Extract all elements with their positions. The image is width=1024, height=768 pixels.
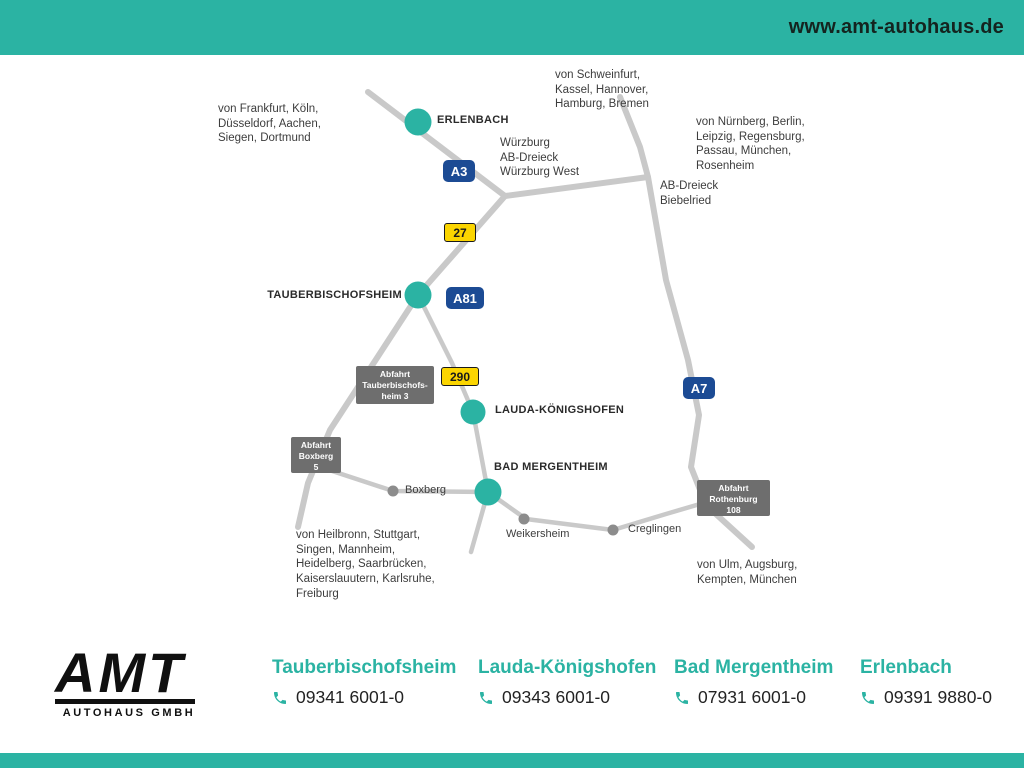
logo-title: AMT — [55, 644, 196, 705]
autobahn-badge-a81: A81 — [446, 287, 484, 309]
phone-icon — [862, 691, 874, 704]
contact-erlenbach: Erlenbach 09391 9880-0 — [860, 657, 992, 708]
town-dot-creglingen — [607, 524, 619, 536]
city-label-lauda: LAUDA-KÖNIGSHOFEN — [495, 404, 625, 416]
direction-text-frankfurt: von Frankfurt, Köln, Düsseldorf, Aachen,… — [218, 103, 321, 145]
location-dot-badmergentheim — [474, 478, 502, 506]
contact-lauda: Lauda-Königshofen 09343 6001-0 — [478, 657, 656, 708]
contact-phone: 09391 9880-0 — [860, 687, 992, 708]
town-label-boxberg: Boxberg — [405, 484, 446, 496]
contact-phone: 09343 6001-0 — [478, 687, 656, 708]
road-boxberg — [317, 464, 491, 495]
junction-text-wuerzburg: Würzburg AB-Dreieck Würzburg West — [500, 137, 580, 179]
location-dot-lauda — [460, 399, 486, 425]
road-a81 — [295, 193, 508, 530]
phone-number: 07931 6001-0 — [698, 687, 807, 707]
location-dot-erlenbach — [404, 108, 432, 136]
city-label-tauberbischofsheim: TAUBERBISCHOFSHEIM — [267, 289, 402, 301]
contact-city: Bad Mergentheim — [674, 657, 834, 678]
contact-phone: 09341 6001-0 — [272, 687, 456, 708]
city-label-erlenbach: ERLENBACH — [437, 114, 509, 126]
road-a3-east — [502, 174, 651, 199]
route-badge-27: 27 — [444, 223, 476, 242]
town-label-creglingen: Creglingen — [628, 523, 682, 535]
website-url: www.amt-autohaus.de — [788, 16, 1004, 38]
phone-icon — [274, 691, 286, 704]
phone-icon — [480, 691, 492, 704]
contact-phone: 07931 6001-0 — [674, 687, 833, 708]
town-dot-weikersheim — [518, 513, 530, 525]
phone-number: 09391 9880-0 — [884, 687, 993, 707]
direction-text-ulm: von Ulm, Augsburg, Kempten, München — [697, 559, 798, 586]
logo-subtitle: AUTOHAUS GMBH — [62, 707, 196, 720]
route-badge-290: 290 — [441, 367, 479, 386]
contact-badmergentheim: Bad Mergentheim 07931 6001-0 — [674, 657, 833, 708]
top-bar: www.amt-autohaus.de — [0, 0, 1024, 55]
footer: AMT AUTOHAUS GMBH Tauberbischofsheim 093… — [0, 640, 1024, 753]
phone-number: 09341 6001-0 — [296, 687, 405, 707]
city-label-badmergentheim: BAD MERGENTHEIM — [494, 461, 608, 473]
phone-number: 09343 6001-0 — [502, 687, 611, 707]
exit-sign-tauberbischofsheim: Abfahrt Tauberbischofs- heim 3 — [356, 366, 434, 404]
town-label-weikersheim: Weikersheim — [506, 528, 570, 540]
direction-text-schweinfurt: von Schweinfurt, Kassel, Hannover, Hambu… — [555, 69, 649, 111]
location-dot-tauberbischofsheim — [404, 281, 432, 309]
road-a3 — [365, 89, 508, 199]
phone-icon — [676, 691, 688, 704]
autobahn-badge-a7: A7 — [683, 377, 715, 399]
autobahn-badge-a3: A3 — [443, 160, 475, 182]
direction-text-nuernberg: von Nürnberg, Berlin, Leipzig, Regensbur… — [696, 116, 805, 173]
town-dot-boxberg — [387, 485, 399, 497]
route-map: von Frankfurt, Köln, Düsseldorf, Aachen,… — [0, 55, 1024, 640]
map-roads-svg — [295, 89, 755, 555]
contact-tauberbischofsheim: Tauberbischofsheim 09341 6001-0 — [272, 657, 456, 708]
direction-text-heilbronn: von Heilbronn, Stuttgart, Singen, Mannhe… — [296, 529, 435, 600]
junction-text-biebelried: AB-Dreieck Biebelried — [660, 180, 719, 207]
exit-sign-boxberg: Abfahrt Boxberg 5 — [291, 437, 341, 473]
bottom-teal-strip — [0, 753, 1024, 768]
contact-city: Lauda-Königshofen — [478, 657, 657, 678]
exit-sign-rothenburg: Abfahrt Rothenburg 108 — [697, 480, 770, 516]
contact-city: Tauberbischofsheim — [272, 657, 457, 678]
contact-city: Erlenbach — [860, 657, 952, 678]
amt-logo: AMT AUTOHAUS GMBH — [55, 644, 196, 720]
